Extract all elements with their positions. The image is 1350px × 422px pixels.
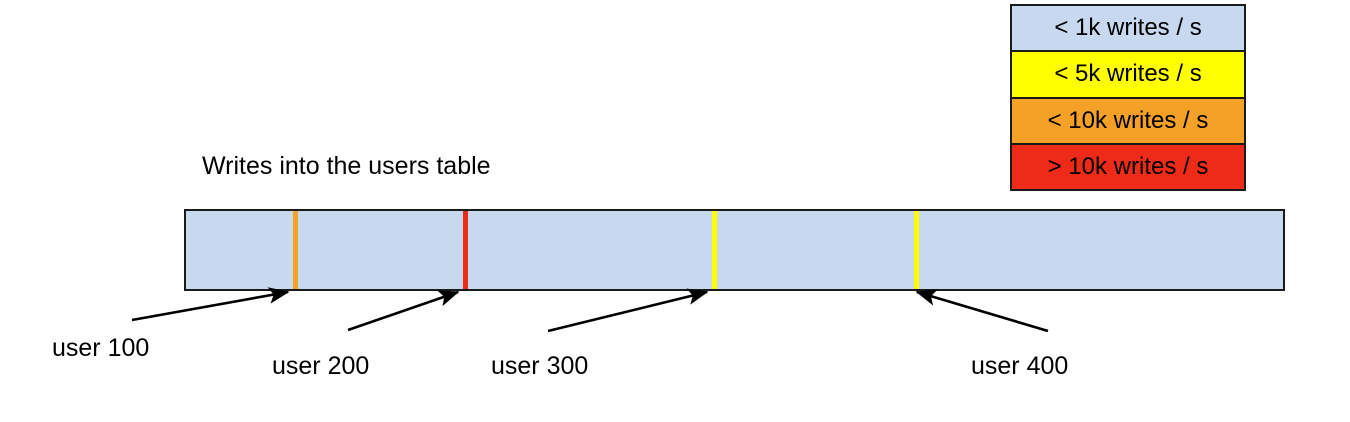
legend-label-under-5k: < 5k writes / s (1054, 60, 1202, 88)
legend-row-under-5k: < 5k writes / s (1012, 52, 1244, 99)
marker-user-100 (293, 211, 298, 289)
chart-title: Writes into the users table (202, 152, 491, 180)
arrow-user-200 (347, 290, 460, 332)
label-user-200: user 200 (272, 352, 370, 380)
marker-user-400 (914, 211, 919, 289)
legend-row-over-10k: > 10k writes / s (1012, 144, 1244, 189)
label-user-400: user 400 (971, 352, 1069, 380)
users-table-bar (184, 209, 1285, 291)
legend-row-under-1k: < 1k writes / s (1012, 6, 1244, 53)
arrow-user-100 (131, 287, 290, 322)
legend: < 1k writes / s < 5k writes / s < 10k wr… (1010, 4, 1246, 191)
label-user-300: user 300 (491, 352, 589, 380)
legend-label-under-10k: < 10k writes / s (1047, 106, 1209, 134)
arrow-user-400 (915, 289, 1049, 333)
marker-user-200 (463, 211, 468, 289)
arrow-user-300 (547, 288, 709, 333)
marker-user-300 (712, 211, 717, 289)
legend-label-under-1k: < 1k writes / s (1054, 14, 1202, 42)
legend-label-over-10k: > 10k writes / s (1047, 152, 1209, 180)
legend-row-under-10k: < 10k writes / s (1012, 98, 1244, 145)
label-user-100: user 100 (52, 334, 150, 362)
